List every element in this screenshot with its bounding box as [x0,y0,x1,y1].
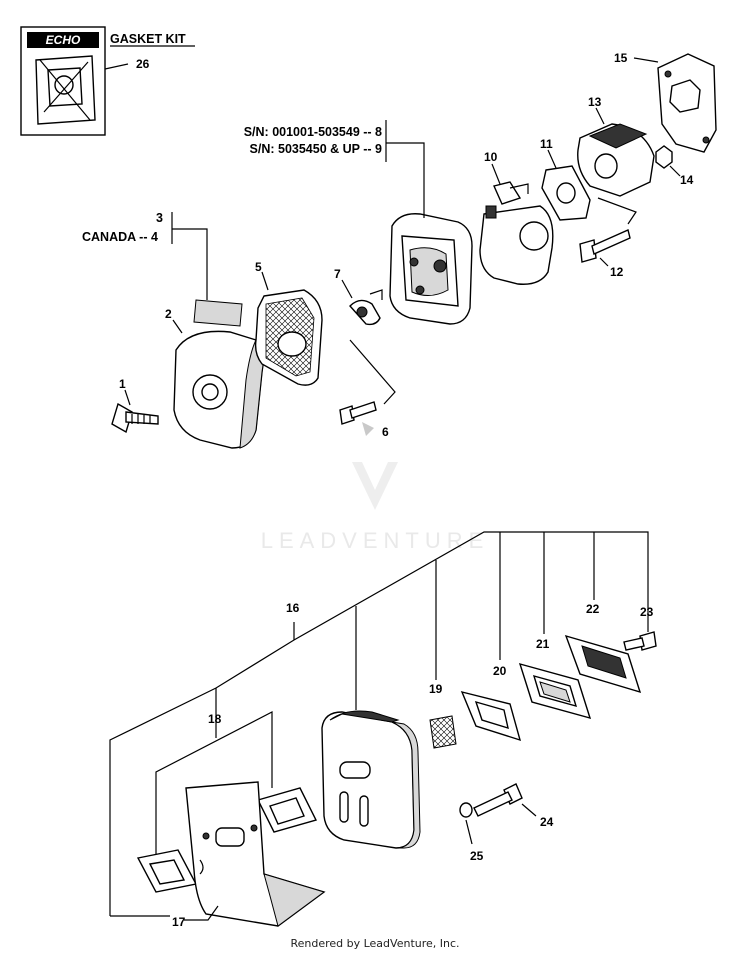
bolt-12 [579,229,631,263]
muffler-leader-lines [109,531,649,917]
spark-arrester-screen [429,715,457,749]
gasket-kit-box: ECHO [20,26,106,136]
bolt-arrow [362,422,374,436]
air-cleaner-cover [173,330,264,449]
carburetor [479,181,554,285]
echo-logo-text: ECHO [46,33,81,47]
label-12: 12 [610,265,624,279]
screw-6 [339,401,377,425]
label-23: 23 [640,605,654,619]
label-14: 14 [680,173,694,187]
label-18: 18 [208,712,222,726]
label-10: 10 [484,150,498,164]
label-plate [193,299,243,327]
air-cleaner-case [389,213,473,325]
nut-14 [655,145,673,169]
footer-credit: Rendered by LeadVenture, Inc. [290,937,459,950]
insulator [577,123,655,197]
label-24: 24 [540,815,554,829]
muffler-cover [185,781,326,927]
gasket-22 [564,634,642,694]
label-26: 26 [136,57,150,71]
label-15: 15 [614,51,628,65]
plate-21 [518,662,592,720]
gasket-18-upper [256,787,318,833]
air-filter [254,289,323,386]
washer-25 [459,802,473,818]
echo-logo [27,32,99,48]
label-2: 2 [165,307,172,321]
gasket-15 [657,53,717,153]
label-5: 5 [255,260,262,274]
label-8-sn: S/N: 001001-503549 -- 8 [244,125,382,139]
label-22: 22 [586,602,600,616]
label-3: 3 [156,211,163,225]
label-7: 7 [334,267,341,281]
watermark-text: LEADVENTURE [261,528,490,553]
gasket-20 [460,690,522,742]
label-19: 19 [429,682,443,696]
label-11: 11 [540,137,553,151]
label-20: 20 [493,664,507,678]
bolt-24 [473,783,523,817]
gasket-kit-title: GASKET KIT [110,32,186,46]
carb-gasket [541,165,591,221]
muffler [321,710,421,849]
label-16: 16 [286,601,300,615]
label-1: 1 [119,377,126,391]
bolt-23 [623,631,657,651]
label-9-sn: S/N: 5035450 & UP -- 9 [250,142,383,156]
label-17: 17 [172,915,186,929]
label-25: 25 [470,849,484,863]
gasket-18-lower [136,849,198,893]
label-21: 21 [536,637,550,651]
wing-bolt [111,402,159,434]
watermark-logo: LEADVENTURE [261,462,490,553]
choke-lever [349,289,383,326]
label-4-canada: CANADA -- 4 [82,230,158,244]
label-13: 13 [588,95,602,109]
label-6: 6 [382,425,389,439]
